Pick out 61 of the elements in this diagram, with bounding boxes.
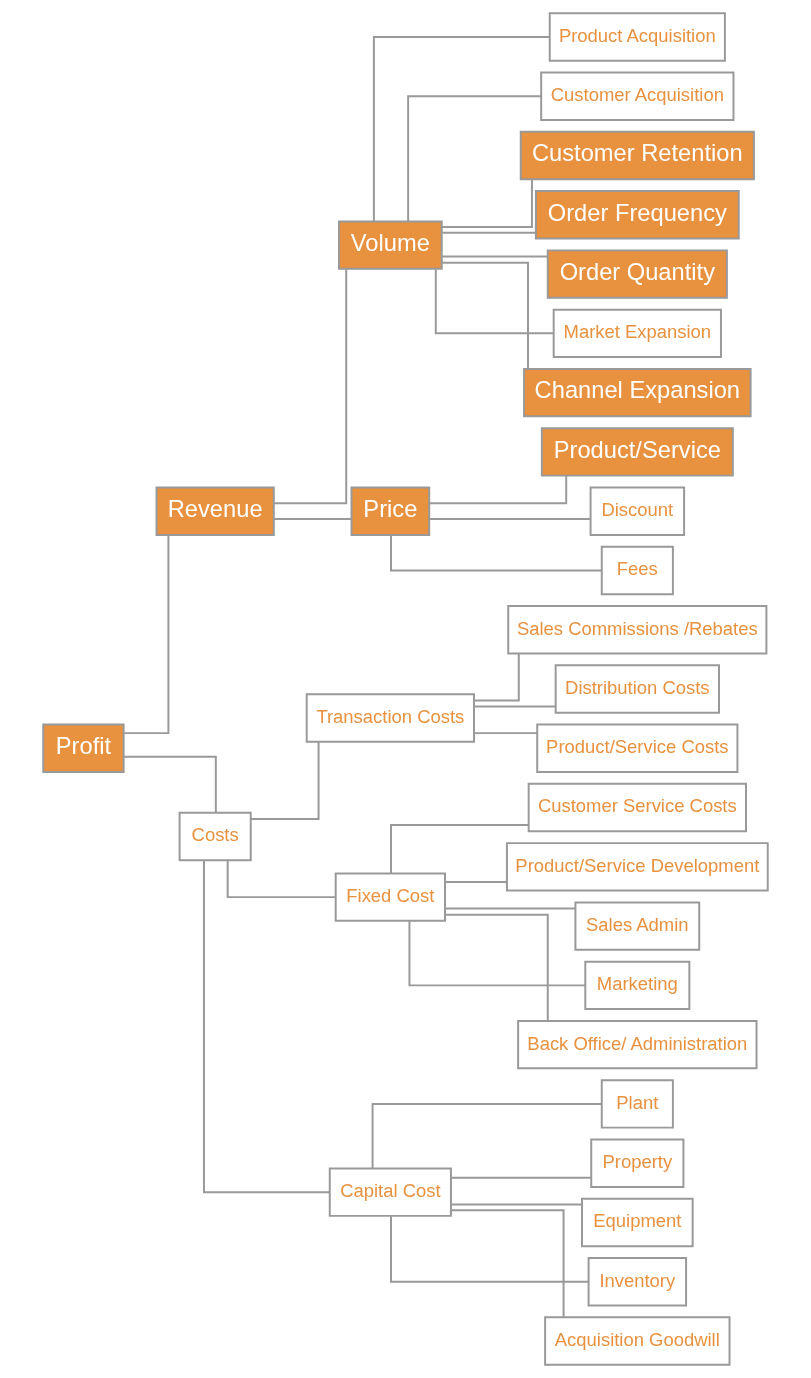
node-box: Sales Admin xyxy=(574,901,701,951)
node-box: Revenue xyxy=(155,486,275,536)
node-box: Inventory xyxy=(587,1257,688,1307)
connector xyxy=(441,255,549,258)
connector xyxy=(249,740,320,820)
connector xyxy=(434,268,555,335)
connector xyxy=(390,824,530,875)
connector xyxy=(273,518,353,521)
node-box: Customer Service Costs xyxy=(527,782,747,833)
node-box: Property xyxy=(590,1138,685,1188)
connector xyxy=(226,859,337,899)
connector xyxy=(450,1176,592,1179)
connector xyxy=(122,533,170,735)
connector xyxy=(390,533,603,572)
node-box: Sales Commissions /Rebates xyxy=(507,605,768,655)
connector xyxy=(407,95,543,223)
node-box: Distribution Costs xyxy=(554,664,720,714)
connector xyxy=(122,755,217,814)
node-box: Capital Cost xyxy=(328,1167,452,1217)
connector xyxy=(203,859,331,1194)
connector xyxy=(441,261,529,370)
node-box: Order Quantity xyxy=(546,249,728,299)
connector xyxy=(440,178,533,229)
connector xyxy=(473,732,538,735)
connector xyxy=(444,881,508,883)
node-box: Discount xyxy=(589,486,686,536)
connector xyxy=(441,231,537,234)
connector xyxy=(473,652,520,702)
node-box: Costs xyxy=(178,811,252,862)
node-box: Customer Acquisition xyxy=(540,71,735,121)
connector xyxy=(428,474,568,505)
connector xyxy=(450,1203,583,1206)
connector xyxy=(272,267,348,505)
node-box: Price xyxy=(350,486,431,536)
node-box: Back Office/ Administration xyxy=(517,1019,758,1070)
connector xyxy=(450,1209,565,1318)
node-box: Equipment xyxy=(581,1197,694,1248)
node-box: Fees xyxy=(600,545,674,596)
node-box: Order Frequency xyxy=(534,190,740,240)
connector xyxy=(372,36,551,223)
connector xyxy=(444,907,577,910)
node-box: Product Acquisition xyxy=(548,12,726,62)
node-box: Plant xyxy=(600,1079,674,1129)
node-box: Channel Expansion xyxy=(523,367,752,418)
connector xyxy=(428,518,592,521)
node-box: Product/Service xyxy=(540,427,734,477)
node-box: Market Expansion xyxy=(552,308,722,359)
node-box: Marketing xyxy=(584,960,691,1011)
connector xyxy=(371,1102,603,1170)
node-box: Fixed Cost xyxy=(334,872,446,922)
node-box: Transaction Costs xyxy=(305,693,475,743)
connector xyxy=(408,920,587,987)
node-box: Profit xyxy=(42,723,125,773)
node-box: Volume xyxy=(338,220,443,270)
node-box: Product/Service Development xyxy=(505,842,769,892)
connector xyxy=(444,913,549,1022)
node-box: Customer Retention xyxy=(519,130,755,181)
node-box: Acquisition Goodwill xyxy=(544,1316,731,1366)
node-box: Product/Service Costs xyxy=(536,723,739,773)
connector xyxy=(390,1215,590,1283)
connector xyxy=(473,705,557,708)
